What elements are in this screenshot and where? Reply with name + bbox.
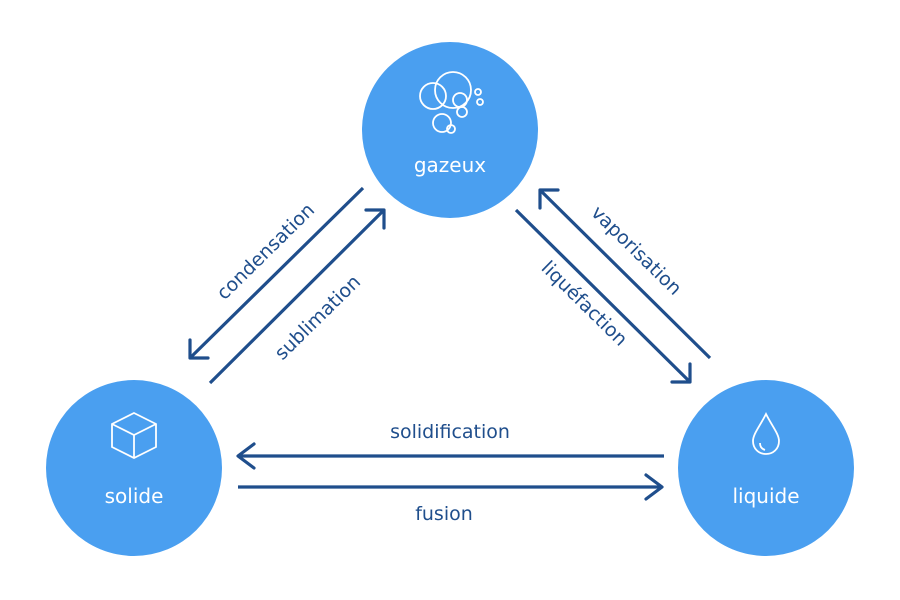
gas-node: gazeux <box>362 42 538 218</box>
bubbles-icon <box>419 71 484 134</box>
gas-label: gazeux <box>414 153 486 177</box>
droplet-icon <box>752 411 780 455</box>
solid-label: solide <box>105 484 164 508</box>
solidification-label: solidification <box>390 421 510 443</box>
sublimation-label: sublimation <box>270 271 365 365</box>
cube-icon <box>111 411 157 460</box>
liquefaction-label: liquéfaction <box>537 257 632 351</box>
liquefaction-arrow <box>514 208 692 384</box>
solidification-arrow <box>236 442 664 470</box>
gas-circle <box>362 42 538 218</box>
condensation-arrow <box>188 186 365 360</box>
vaporisation-arrow <box>538 188 712 360</box>
fusion-label: fusion <box>415 503 473 525</box>
liquid-node: liquide <box>678 380 854 556</box>
liquid-circle <box>678 380 854 556</box>
solid-circle <box>46 380 222 556</box>
liquid-label: liquide <box>732 484 799 508</box>
solid-node: solide <box>46 380 222 556</box>
fusion-arrow <box>238 473 664 501</box>
sublimation-arrow <box>208 208 386 385</box>
